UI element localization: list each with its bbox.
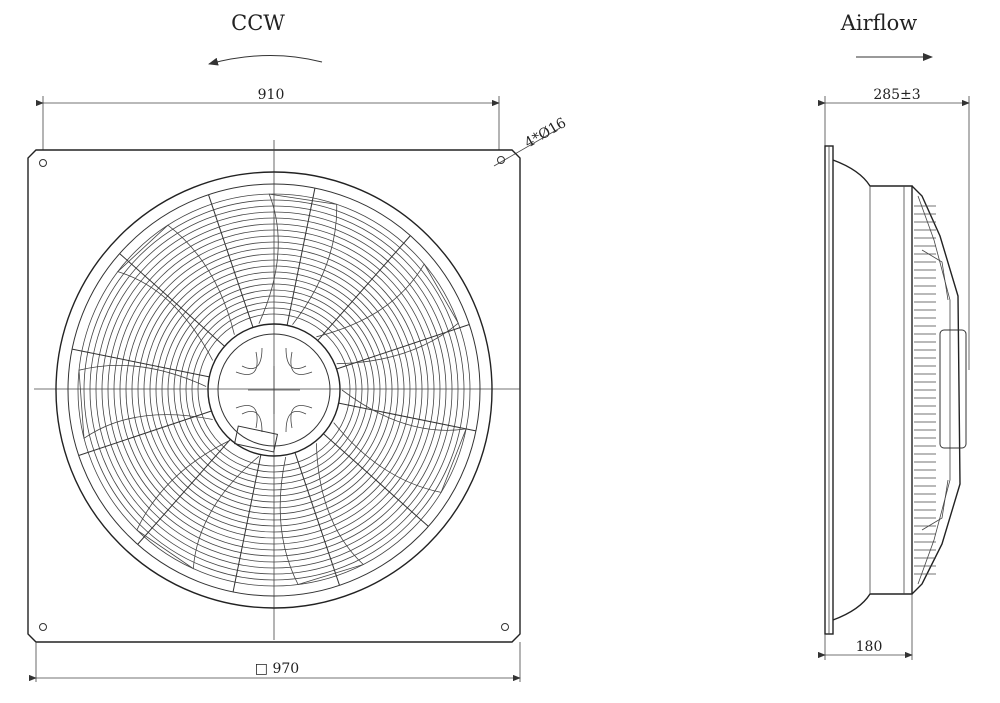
- motor-hub-outer: [207, 323, 341, 457]
- guard-ring: [125, 241, 423, 539]
- guard-ring: [185, 301, 363, 479]
- frame-dimension-text: □ 970: [255, 661, 299, 677]
- guard-ring: [107, 223, 441, 557]
- side-view: Airflow 285±3 180: [817, 11, 970, 660]
- guard-strut: [232, 454, 262, 592]
- width-dimension-text: 910: [258, 87, 285, 103]
- venturi-ring-inner: [67, 183, 481, 597]
- depth-dimension-text: 285±3: [873, 87, 920, 103]
- guard-ring: [137, 253, 411, 527]
- guard-strut: [294, 452, 340, 586]
- guard-ring: [95, 211, 453, 569]
- airflow-label: Airflow: [840, 11, 918, 35]
- guard-ring: [77, 193, 471, 587]
- guard-ring: [83, 199, 465, 581]
- guard-ring: [143, 259, 405, 521]
- venturi-body: [832, 159, 913, 621]
- fan-blade: [78, 364, 213, 440]
- guard-strut: [323, 433, 429, 527]
- venturi-ring-outer: [55, 171, 493, 609]
- guard-strut: [72, 348, 210, 378]
- guard-strut: [286, 188, 316, 326]
- guard-strut: [119, 253, 225, 347]
- motor-cooling-fins: [235, 347, 313, 433]
- terminal-box: [233, 425, 279, 453]
- guard-ring: [197, 313, 351, 467]
- guard-grille: [77, 193, 471, 587]
- motor-hub-inner: [217, 333, 331, 447]
- mounting-holes: [39, 156, 509, 631]
- fan-blade: [117, 224, 235, 361]
- guard-profile: [911, 185, 961, 595]
- fan-blade: [316, 263, 459, 365]
- front-view: CCW 910 4*Ø16: [27, 11, 569, 643]
- fan-blade: [258, 193, 338, 325]
- guard-strut: [137, 439, 231, 545]
- rotation-label: CCW: [231, 11, 285, 35]
- guard-ring: [131, 247, 417, 533]
- guard-ring: [113, 229, 435, 551]
- fan-blade: [279, 443, 365, 585]
- rotation-arrow: [208, 54, 323, 66]
- guard-strut: [338, 402, 476, 432]
- base-dimension: 180: [817, 594, 913, 660]
- mounting-frame: [27, 149, 521, 643]
- side-motor: [939, 329, 967, 449]
- width-dimension: 910: [35, 87, 500, 150]
- fan-blade: [136, 440, 260, 570]
- guard-ring: [173, 289, 375, 491]
- guard-strut: [317, 235, 411, 341]
- guard-ring: [89, 205, 459, 575]
- guard-ring: [119, 235, 429, 545]
- hole-callout: 4*Ø16: [493, 115, 569, 167]
- frame-dimension: □ 970: [28, 642, 521, 682]
- fan-blade: [333, 389, 467, 493]
- guard-strut: [208, 194, 254, 328]
- guard-ring: [149, 265, 399, 515]
- guard-ring: [155, 271, 393, 509]
- fan-blades: [78, 193, 467, 585]
- side-guard-hatching: [914, 205, 936, 575]
- hole-dimension-text: 4*Ø16: [522, 115, 569, 152]
- base-dimension-text: 180: [856, 639, 883, 655]
- guard-struts: [72, 188, 476, 592]
- guard-ring: [167, 283, 381, 497]
- guard-strut: [78, 410, 212, 456]
- guard-ring: [191, 307, 357, 473]
- guard-ring: [101, 217, 447, 563]
- guard-ring: [179, 295, 369, 485]
- depth-dimension: 285±3: [817, 87, 970, 370]
